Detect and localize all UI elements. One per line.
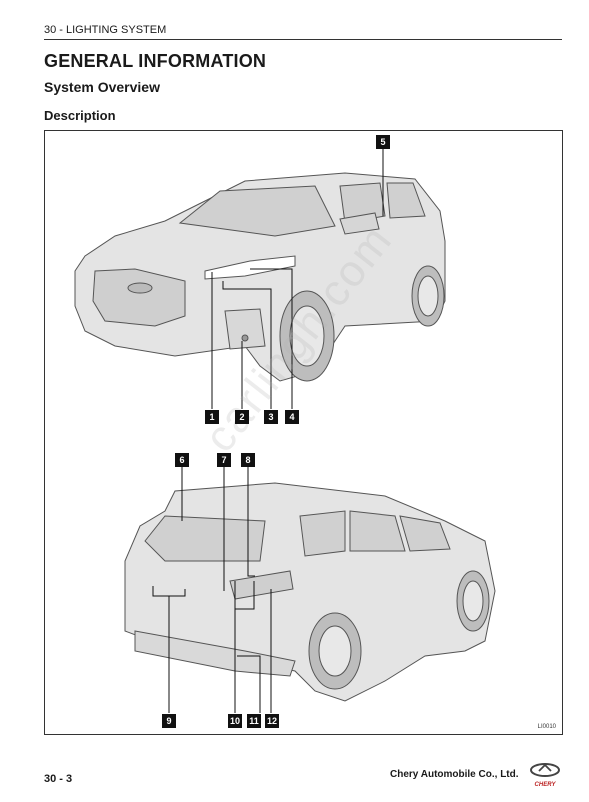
- page-number: 30 - 3: [44, 773, 73, 785]
- description-heading: Description: [44, 108, 116, 123]
- front-mirror: [339, 212, 380, 235]
- rear-window: [144, 515, 266, 562]
- rear-tail-lamp: [229, 570, 294, 600]
- callout-3: 3: [264, 410, 278, 424]
- front-fog-lamp: [241, 334, 249, 342]
- leader-lines: [152, 149, 384, 713]
- page-title: GENERAL INFORMATION: [44, 51, 267, 71]
- callout-9: 9: [162, 714, 176, 728]
- vehicle-lighting-figure: carlingh.com 1 2 3 4 5 6 7 8 9 10 11 12 …: [44, 130, 563, 735]
- logo-text: CHERY: [534, 782, 556, 788]
- callout-2: 2: [235, 410, 249, 424]
- front-headlamp-strip: [204, 255, 296, 280]
- section-subtitle: System Overview: [44, 79, 160, 95]
- callout-4: 4: [285, 410, 299, 424]
- callout-8: 8: [241, 453, 255, 467]
- front-rear-window: [386, 182, 426, 219]
- section-header: 30 - LIGHTING SYSTEM: [44, 22, 562, 40]
- front-fog-lamp-housing: [224, 308, 266, 350]
- callout-6: 6: [175, 453, 189, 467]
- callout-10: 10: [228, 714, 242, 728]
- company-name: Chery Automobile Co., Ltd.: [390, 769, 519, 780]
- front-grille: [92, 268, 186, 327]
- front-windshield: [178, 185, 336, 237]
- front-logo: [127, 282, 153, 294]
- vehicle-illustration: [74, 149, 496, 713]
- callout-11: 11: [247, 714, 261, 728]
- rear-side-window-3: [399, 515, 451, 552]
- chery-logo-icon: [530, 763, 560, 777]
- chery-logo: CHERY: [527, 762, 563, 788]
- callout-7: 7: [217, 453, 231, 467]
- rear-bumper: [134, 630, 296, 677]
- callout-1: 1: [205, 410, 219, 424]
- figure-code: LI0010: [537, 724, 556, 730]
- callout-12: 12: [265, 714, 279, 728]
- rear-side-window-2: [349, 510, 406, 552]
- callout-5: 5: [376, 135, 390, 149]
- rear-side-window-1: [299, 510, 346, 557]
